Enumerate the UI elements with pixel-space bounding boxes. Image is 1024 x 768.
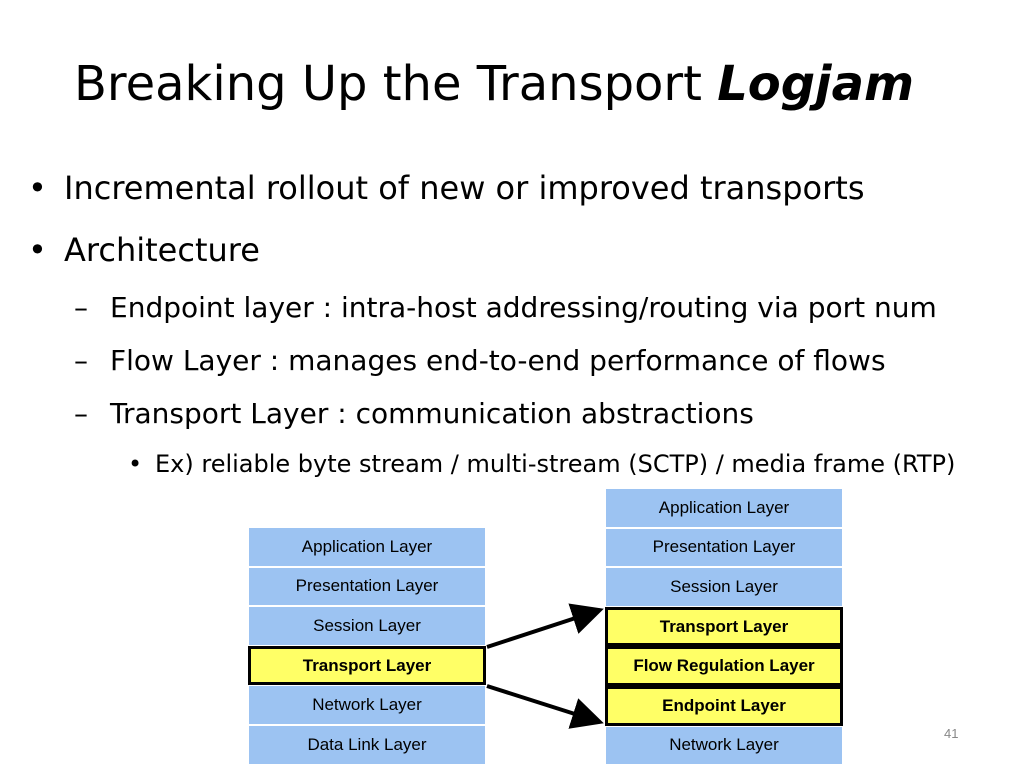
right-layer-stack: Application Layer Presentation Layer Ses… xyxy=(605,488,843,766)
bullet-marker: – xyxy=(74,397,88,430)
bullet-marker: • xyxy=(28,169,47,207)
layer-box: Network Layer xyxy=(605,725,843,766)
bullet-marker: – xyxy=(74,344,88,377)
layer-box-highlighted: Flow Regulation Layer xyxy=(605,646,843,686)
layer-box: Application Layer xyxy=(248,527,486,567)
bullet-item: • Architecture xyxy=(28,230,260,270)
bullet-marker: • xyxy=(28,231,47,269)
bullet-text: Incremental rollout of new or improved t… xyxy=(64,169,865,207)
sub-bullet-item: – Transport Layer : communication abstra… xyxy=(74,396,754,432)
layer-box: Session Layer xyxy=(248,606,486,646)
layer-box: Network Layer xyxy=(248,685,486,725)
bullet-marker: – xyxy=(74,291,88,324)
arrow-down xyxy=(486,684,604,729)
bullet-text: Endpoint layer : intra-host addressing/r… xyxy=(110,291,937,324)
layer-box: Application Layer xyxy=(605,488,843,528)
layer-box-highlighted: Endpoint Layer xyxy=(605,685,843,726)
layer-box-highlighted: Transport Layer xyxy=(605,606,843,647)
sub-bullet-item: – Flow Layer : manages end-to-end perfor… xyxy=(74,343,886,379)
page-number: 41 xyxy=(944,726,959,741)
left-layer-stack: Application Layer Presentation Layer Ses… xyxy=(248,527,486,765)
sub-bullet-item: – Endpoint layer : intra-host addressing… xyxy=(74,290,937,326)
layer-box: Session Layer xyxy=(605,567,843,607)
slide-title: Breaking Up the Transport Logjam xyxy=(74,52,914,116)
layer-box-highlighted: Transport Layer xyxy=(248,645,486,686)
bullet-text: Architecture xyxy=(64,231,260,269)
layer-box: Presentation Layer xyxy=(605,527,843,568)
slide-title-emphasis: Logjam xyxy=(717,56,914,112)
bullet-text: Transport Layer : communication abstract… xyxy=(110,397,754,430)
slide-title-main: Breaking Up the Transport xyxy=(74,56,718,112)
arrow-up xyxy=(486,603,604,649)
bullet-text: Flow Layer : manages end-to-end performa… xyxy=(110,344,886,377)
layer-box: Presentation Layer xyxy=(248,566,486,607)
bullet-text: Ex) reliable byte stream / multi-stream … xyxy=(155,450,956,478)
layer-box: Data Link Layer xyxy=(248,724,486,765)
sub-sub-bullet-item: • Ex) reliable byte stream / multi-strea… xyxy=(128,449,955,479)
bullet-marker: • xyxy=(128,450,143,478)
bullet-item: • Incremental rollout of new or improved… xyxy=(28,168,864,208)
